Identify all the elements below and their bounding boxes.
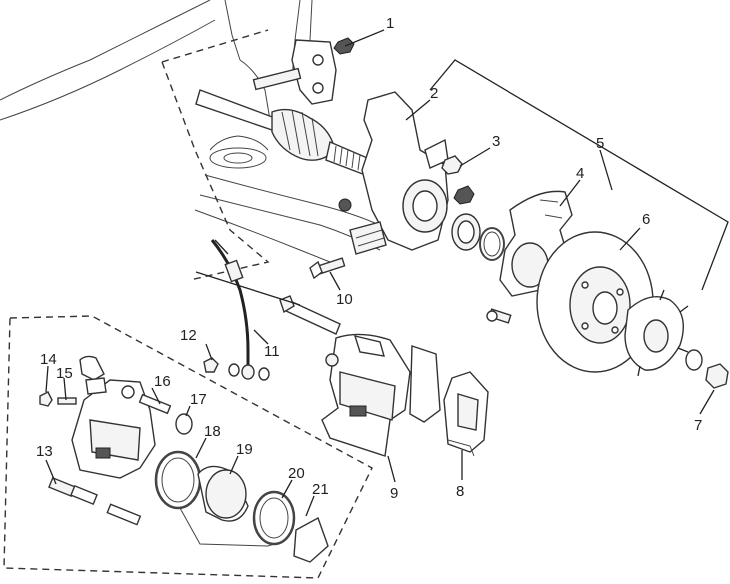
- callout-17: 17: [190, 391, 207, 408]
- callout-12: 12: [180, 327, 197, 344]
- dashed-region-upper: [161, 29, 270, 281]
- banjo-bolt-set: [203, 357, 270, 381]
- callout-11: 11: [264, 343, 280, 360]
- knuckle-nut: [441, 155, 463, 175]
- drive-shaft: [195, 89, 373, 212]
- callout-1: 1: [386, 15, 394, 32]
- callout-4: 4: [576, 165, 584, 182]
- splash-shield: [499, 190, 573, 297]
- callout-19: 19: [236, 441, 253, 458]
- brake-disc: [536, 231, 654, 373]
- callout-10: 10: [336, 291, 353, 308]
- guide-pins: [48, 476, 142, 526]
- caliper-assembly: [321, 333, 441, 457]
- callout-3: 3: [492, 133, 500, 150]
- piston-kit: [154, 450, 329, 563]
- callout-13: 13: [36, 443, 53, 460]
- callout-21: 21: [312, 481, 329, 498]
- callout-18: 18: [204, 423, 221, 440]
- callout-14: 14: [40, 351, 57, 368]
- callout-20: 20: [288, 465, 305, 482]
- callout-2: 2: [430, 85, 438, 102]
- mounting-bolts: [279, 257, 346, 335]
- leader-lines: [45, 29, 729, 517]
- wheel-bearing: [451, 213, 505, 261]
- steering-knuckle: [349, 91, 475, 255]
- callout-labels: 1 2 3 4 5 6 7 8 9 10 11 12 13 14 15 16 1…: [36, 15, 702, 502]
- strut-bracket: [252, 37, 355, 105]
- dashed-region-lower: [3, 315, 373, 579]
- wheel-hub: [624, 289, 729, 389]
- callout-7: 7: [694, 417, 702, 434]
- shield-bolt: [486, 308, 512, 324]
- brake-hose: [195, 239, 301, 365]
- callout-9: 9: [390, 485, 398, 502]
- brake-pads: [443, 371, 489, 457]
- callout-16: 16: [154, 373, 171, 390]
- caliper-body: [71, 355, 156, 479]
- callout-15: 15: [56, 365, 73, 382]
- callout-8: 8: [456, 483, 464, 500]
- callout-5: 5: [596, 135, 604, 152]
- suspension-frame: [0, 0, 391, 263]
- callout-6: 6: [642, 211, 650, 228]
- caliper-small-parts: [39, 391, 193, 435]
